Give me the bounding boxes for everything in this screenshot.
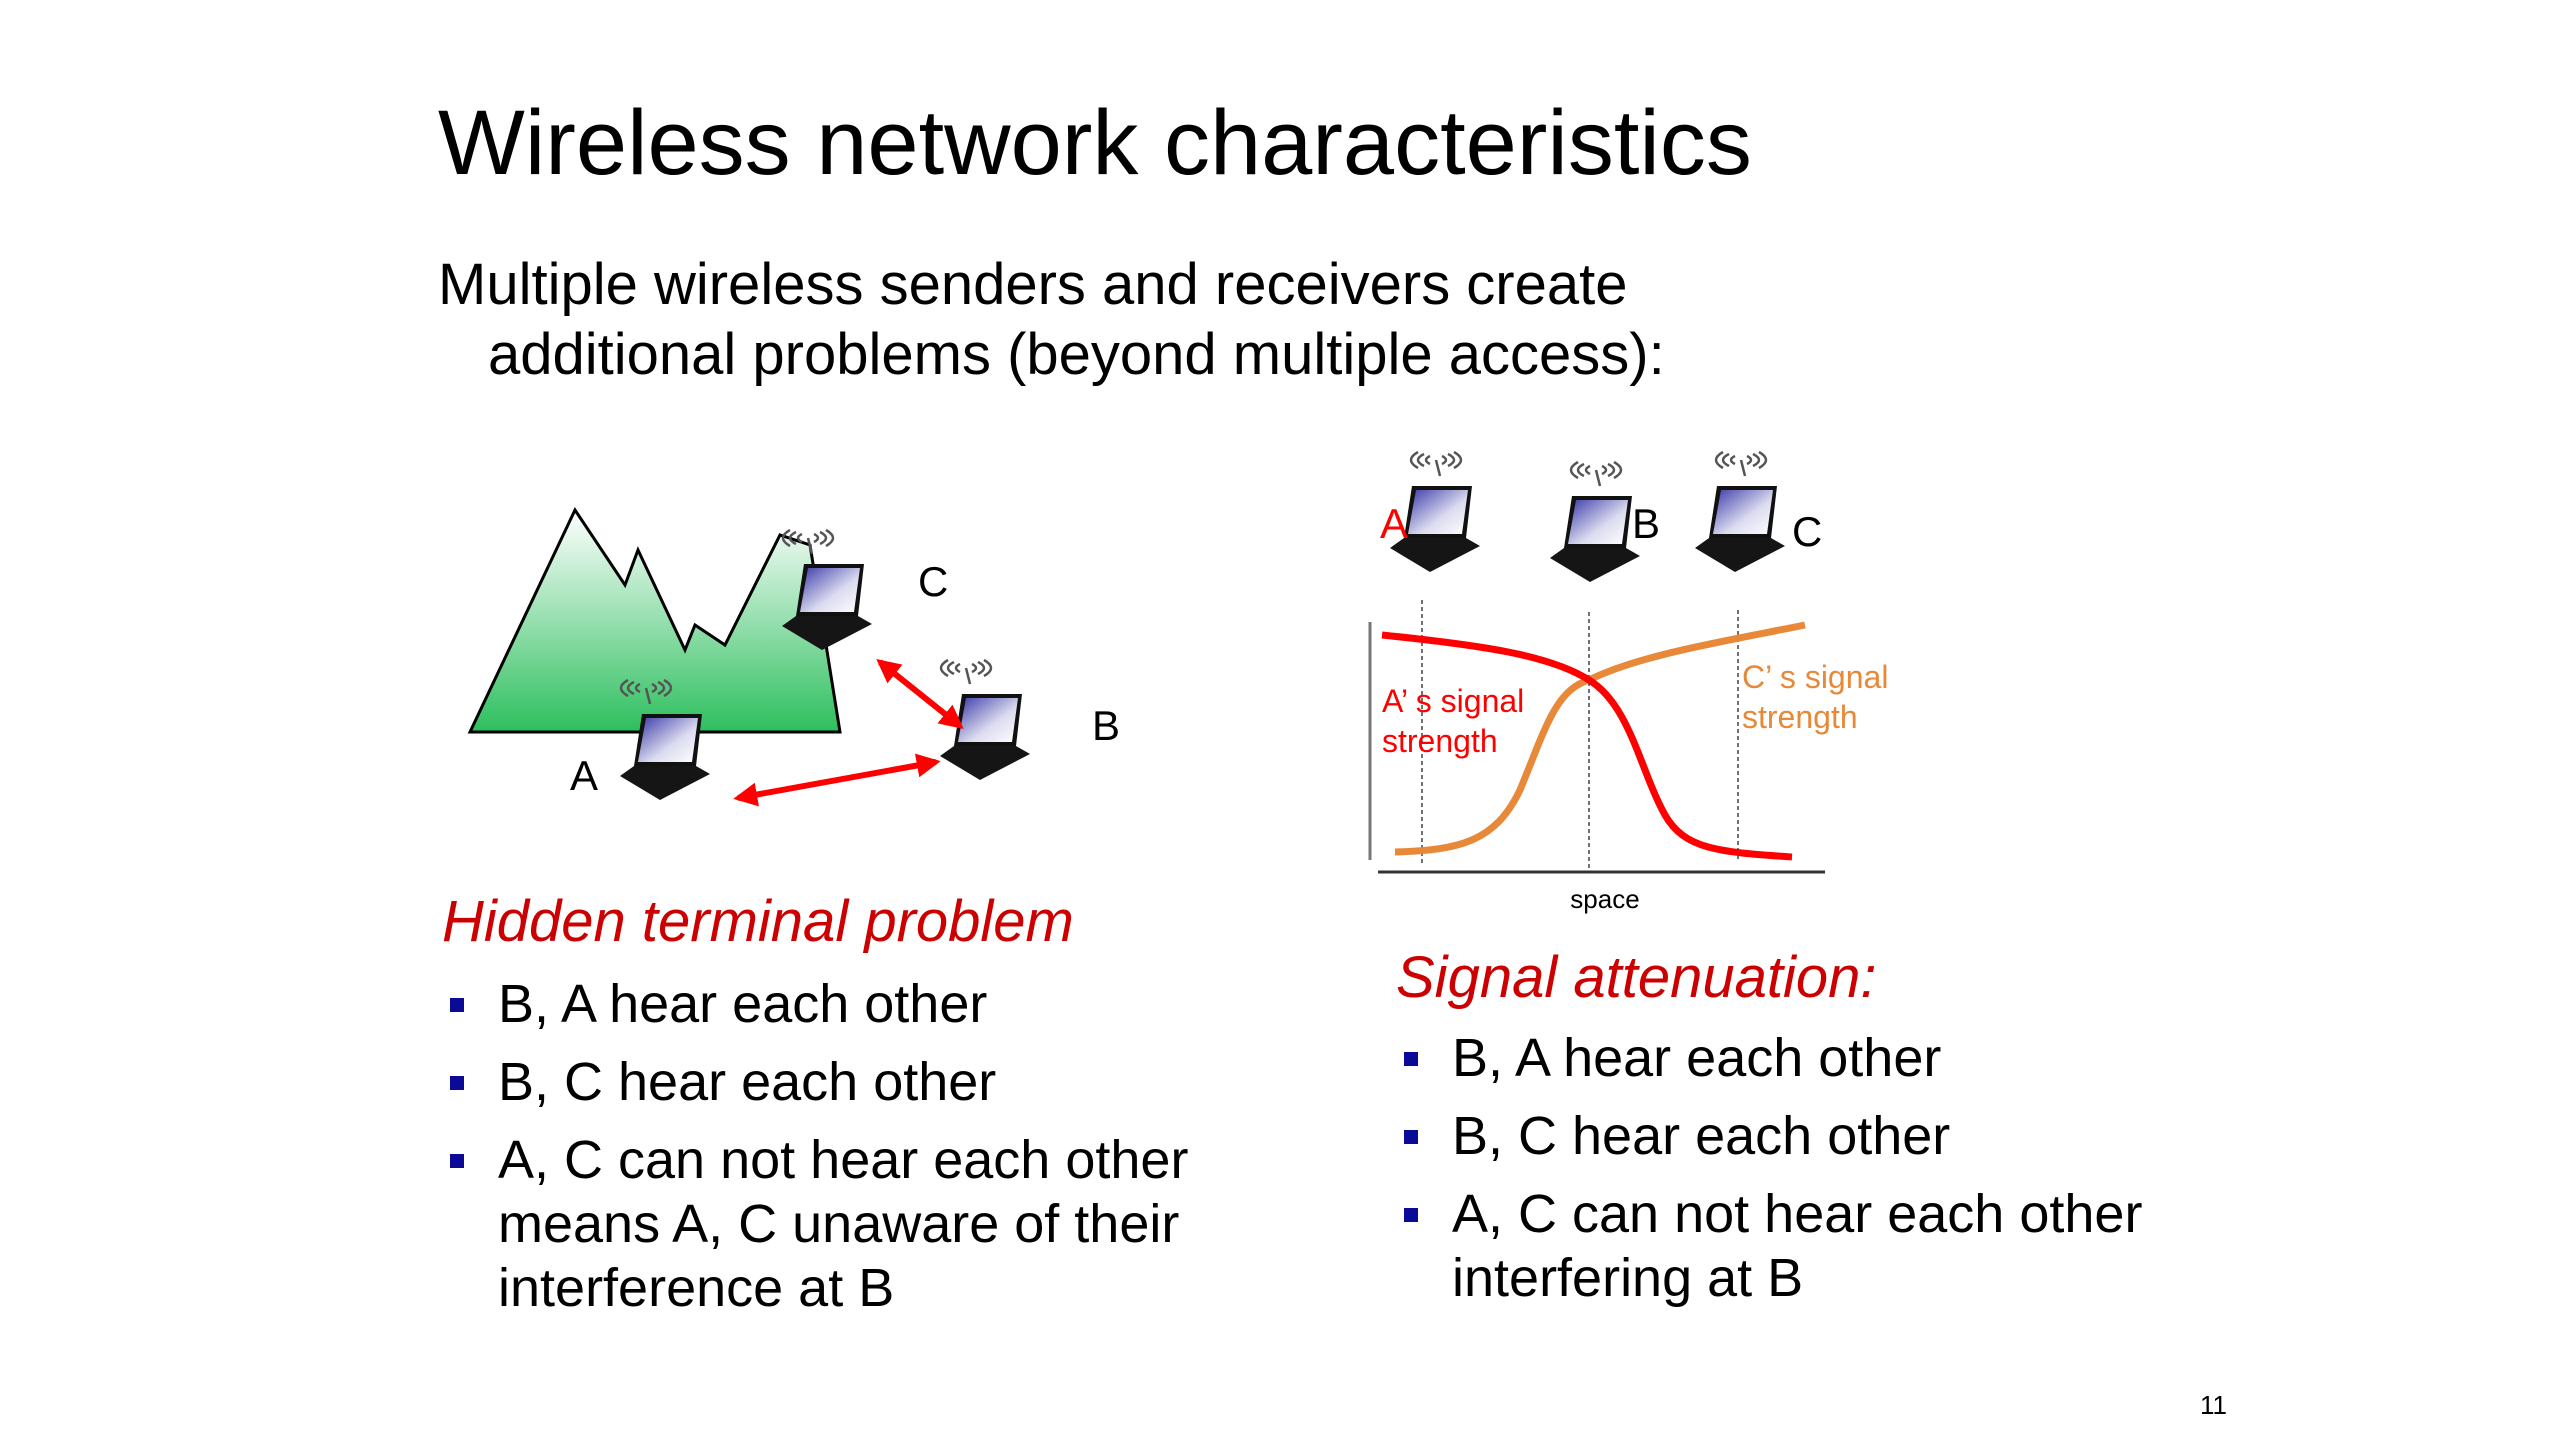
bullet-square-icon [1404, 1130, 1418, 1144]
signal-attenuation-bullets: B, A hear each other B, C hear each othe… [1396, 1026, 2296, 1324]
a-signal-label-2: strength [1382, 723, 1498, 759]
slide-title: Wireless network characteristics [438, 92, 1752, 194]
laptop-b-icon [1550, 460, 1640, 582]
list-item: B, A hear each other [442, 972, 1342, 1036]
label-c: C [918, 558, 948, 605]
subtitle-line-2: additional problems (beyond multiple acc… [488, 322, 1665, 387]
label-a: A [1380, 500, 1408, 547]
bullet-square-icon [450, 998, 464, 1012]
label-b: B [1092, 702, 1120, 749]
label-a: A [570, 752, 598, 799]
signal-attenuation-diagram: A B C A’ s signal strength C’ s signal s… [1368, 450, 1888, 914]
list-item: B, C hear each other [442, 1050, 1342, 1114]
hidden-terminal-diagram: C B A [467, 506, 1120, 807]
label-b: B [1632, 500, 1660, 547]
x-axis-label: space [1570, 884, 1639, 914]
c-signal-curve [1394, 621, 1806, 856]
c-signal-label-1: C’ s signal [1742, 659, 1888, 695]
list-item: A, C can not hear each other interfering… [1396, 1182, 2272, 1310]
laptop-c-icon [1695, 450, 1785, 572]
bullet-square-icon [1404, 1052, 1418, 1066]
hidden-terminal-heading: Hidden terminal problem [442, 889, 1074, 954]
subtitle-line-1: Multiple wireless senders and receivers … [438, 252, 1628, 317]
link-arrow-b-c [876, 659, 964, 729]
slide-subtitle: Multiple wireless senders and receivers … [438, 250, 1665, 390]
label-c: C [1792, 508, 1822, 555]
signal-attenuation-heading: Signal attenuation: [1396, 945, 1877, 1010]
link-arrow-a-b [733, 753, 941, 807]
list-item: B, C hear each other [1396, 1104, 2296, 1168]
list-item: A, C can not hear each other means A, C … [442, 1128, 1258, 1320]
list-item: B, A hear each other [1396, 1026, 2296, 1090]
a-signal-curve [1381, 631, 1793, 861]
bullet-square-icon [450, 1154, 464, 1168]
hidden-terminal-bullets: B, A hear each other B, C hear each othe… [442, 972, 1342, 1334]
bullet-square-icon [1404, 1208, 1418, 1222]
page-number: 11 [2200, 1390, 2227, 1420]
a-signal-label-1: A’ s signal [1382, 683, 1524, 719]
bullet-square-icon [450, 1076, 464, 1090]
c-signal-label-2: strength [1742, 699, 1858, 735]
